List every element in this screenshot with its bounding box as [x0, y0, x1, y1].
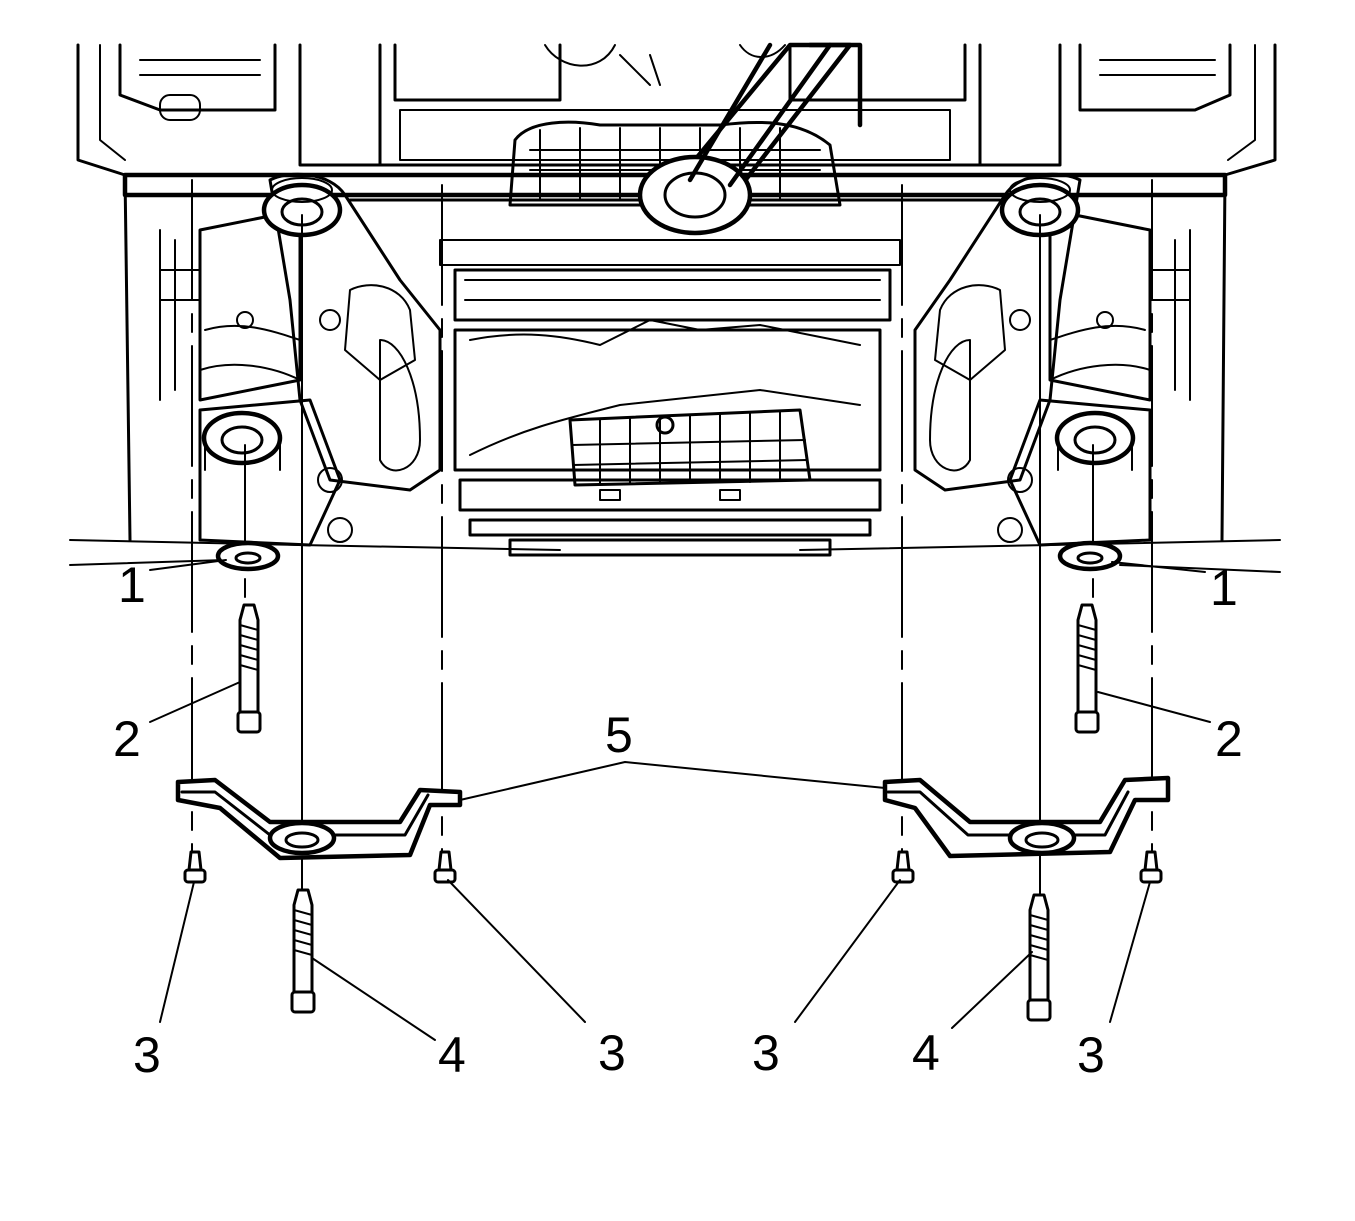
bolt-3-a — [183, 850, 207, 884]
callout-2-left: 2 — [113, 711, 141, 767]
callout-2-right: 2 — [1215, 711, 1243, 767]
callout-3-b: 3 — [598, 1025, 626, 1081]
callout-3-a: 3 — [133, 1027, 161, 1083]
callout-1-right: 1 — [1210, 560, 1238, 616]
callout-1-left: 1 — [118, 557, 146, 613]
bracket-right — [882, 775, 1171, 859]
callout-labels: 1 1 2 2 5 3 4 3 3 4 3 — [113, 557, 1243, 1083]
bolt-4-left — [290, 888, 316, 1014]
vehicle-underbody — [69, 42, 1281, 573]
callout-4-right: 4 — [912, 1025, 940, 1081]
washer-right — [1057, 540, 1123, 572]
bolt-2-left — [236, 603, 262, 734]
alignment-lines — [191, 179, 1153, 901]
bracket-left — [175, 777, 463, 861]
bolt-3-b — [433, 850, 457, 884]
callout-4-left: 4 — [438, 1027, 466, 1083]
callout-5: 5 — [605, 707, 633, 763]
leader-lines — [149, 559, 1211, 1041]
bolt-2-right — [1074, 603, 1100, 734]
bolt-3-d — [1139, 850, 1163, 884]
bolt-4-right — [1026, 893, 1052, 1022]
washer-left — [215, 540, 281, 572]
callout-3-c: 3 — [752, 1025, 780, 1081]
bolt-3-c — [891, 850, 915, 884]
callout-3-d: 3 — [1077, 1027, 1105, 1083]
